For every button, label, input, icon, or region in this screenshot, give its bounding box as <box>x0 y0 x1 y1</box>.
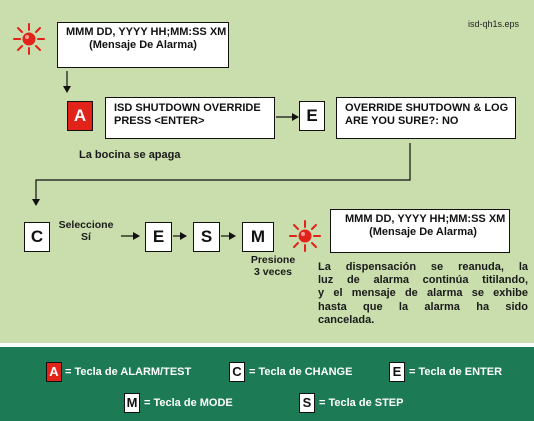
key-legend <box>0 347 534 421</box>
display-step1: ISD SHUTDOWN OVERRIDE PRESS <ENTER> <box>105 97 275 139</box>
display-bottom-line2: (Mensaje De Alarma) <box>369 226 477 238</box>
display-step2: OVERRIDE SHUTDOWN & LOG ARE YOU SURE?: N… <box>336 97 516 139</box>
display-step1-line1: ISD SHUTDOWN OVERRIDE <box>114 102 261 114</box>
display-step2-line2: ARE YOU SURE?: NO <box>345 115 459 127</box>
press-three-times-label: Presione 3 veces <box>244 254 302 278</box>
key-mode[interactable]: M <box>242 222 274 252</box>
resume-line: hasta que la alarma ha sido <box>318 300 528 313</box>
key-enter[interactable]: E <box>299 101 325 131</box>
legend-key-m: M <box>124 393 140 413</box>
file-id-label: isd-qh1s.eps <box>468 19 520 29</box>
legend-label-m: = Tecla de MODE <box>144 397 233 409</box>
resume-line: luz de alarma continúa titilando, <box>318 274 528 287</box>
display-top: MMM DD, YYYY HH;MM:SS XM (Mensaje De Ala… <box>57 22 229 68</box>
horn-off-note: La bocina se apaga <box>79 149 181 161</box>
legend-label-c: = Tecla de CHANGE <box>249 366 353 378</box>
select-yes-line1: Seleccione <box>58 219 114 231</box>
key-step[interactable]: S <box>193 222 220 252</box>
legend-key-s: S <box>299 393 315 413</box>
key-change[interactable]: C <box>24 222 50 252</box>
select-yes-line2: Sí <box>81 231 91 243</box>
resume-line: La dispensación se reanuda, la <box>318 261 528 273</box>
display-bottom-line1: MMM DD, YYYY HH;MM:SS XM <box>345 213 506 225</box>
legend-key-e: E <box>389 362 405 382</box>
display-top-line2: (Mensaje De Alarma) <box>89 39 197 51</box>
legend-key-a: A <box>46 362 62 382</box>
display-step2-line1: OVERRIDE SHUTDOWN & LOG <box>345 102 509 114</box>
key-enter-2[interactable]: E <box>145 222 172 252</box>
alarm-light-icon <box>13 23 45 55</box>
select-yes-label: Seleccione Sí <box>51 219 121 243</box>
display-bottom: MMM DD, YYYY HH;MM:SS XM (Mensaje De Ala… <box>330 209 510 253</box>
display-top-line1: MMM DD, YYYY HH;MM:SS XM <box>66 26 227 38</box>
arrow-step2-to-c <box>32 143 411 206</box>
press-line2: 3 veces <box>254 266 292 278</box>
legend-label-a: = Tecla de ALARM/TEST <box>65 366 192 378</box>
resume-line: y el mensaje de alarma se exhibe <box>318 287 528 300</box>
display-step1-line2: PRESS <ENTER> <box>114 115 205 127</box>
legend-label-s: = Tecla de STEP <box>319 397 404 409</box>
resume-description: La dispensación se reanuda, la luz de al… <box>318 261 528 327</box>
key-alarm-test[interactable]: A <box>67 101 93 131</box>
alarm-light-icon <box>289 220 321 252</box>
resume-line: cancelada. <box>318 313 375 326</box>
legend-key-c: C <box>229 362 245 382</box>
flow-connectors <box>32 71 411 240</box>
legend-label-e: = Tecla de ENTER <box>409 366 503 378</box>
press-line1: Presione <box>250 254 296 266</box>
